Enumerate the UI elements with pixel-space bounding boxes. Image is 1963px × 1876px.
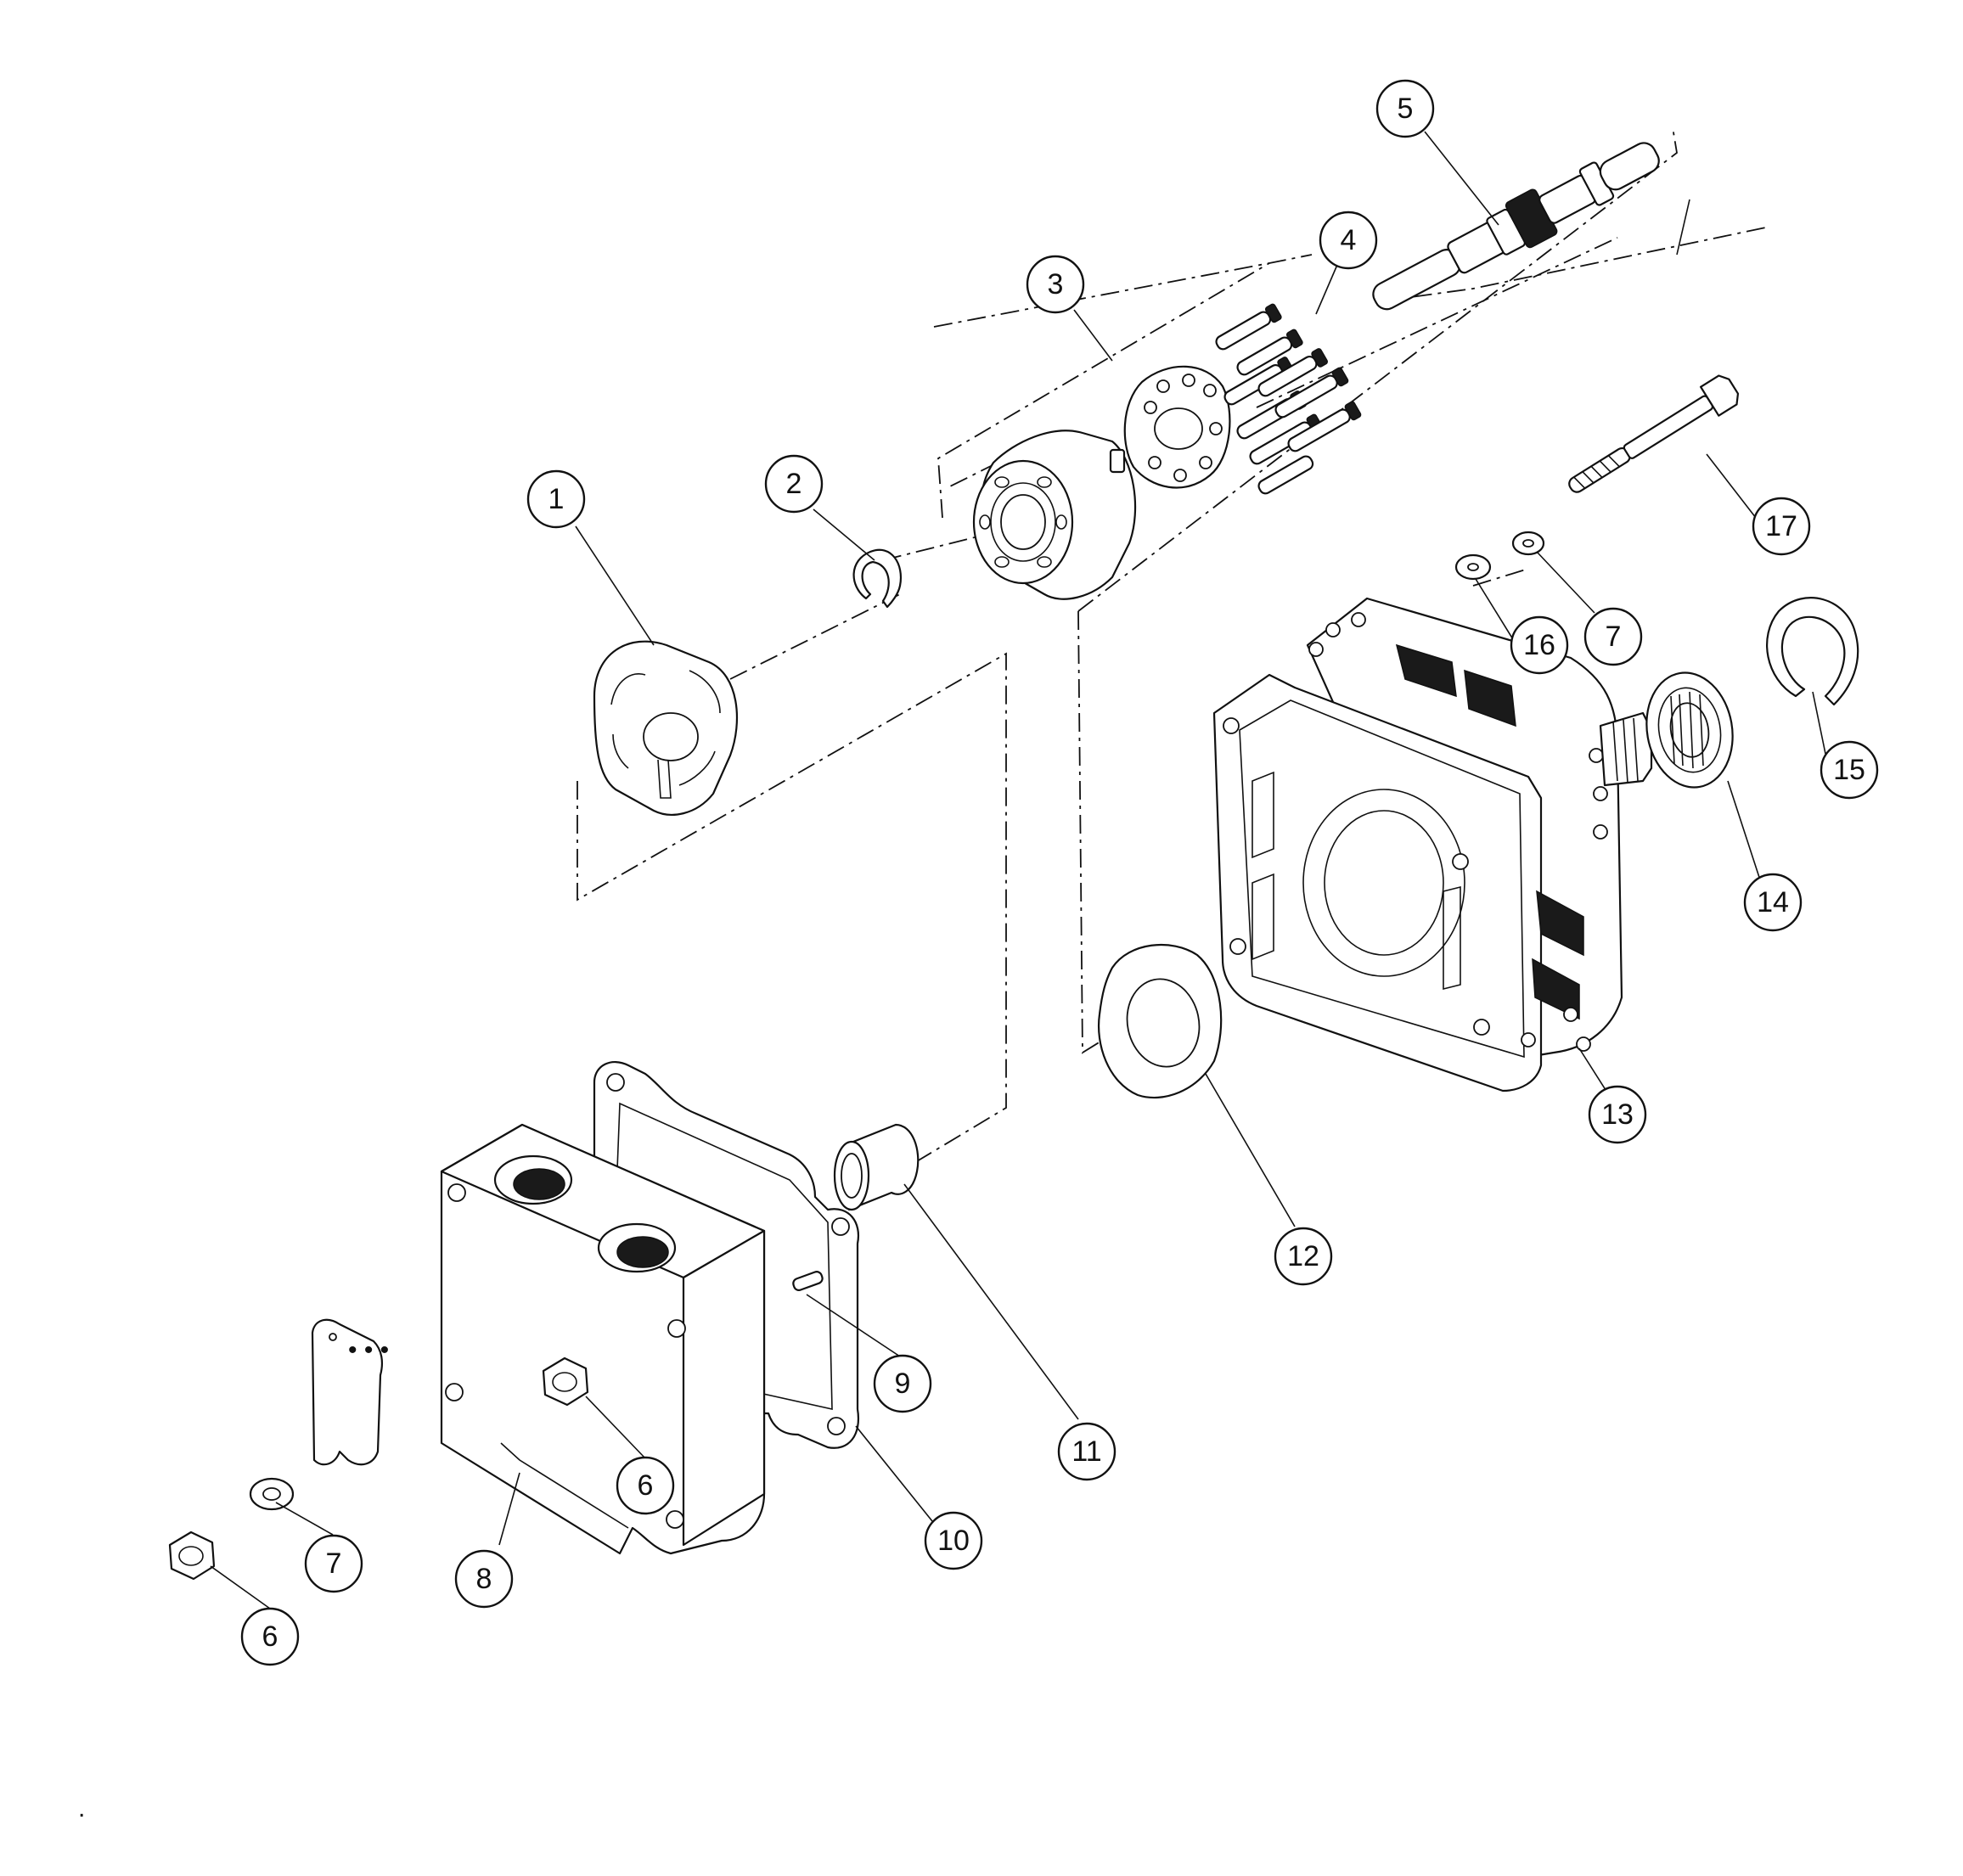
callout-label: 7 bbox=[326, 1547, 342, 1580]
swash-plate bbox=[1123, 365, 1231, 489]
callout-label: 3 bbox=[1048, 268, 1064, 300]
washer-16 bbox=[1454, 553, 1492, 581]
needle-bushing bbox=[833, 1123, 920, 1211]
callout-7-lower: 7 bbox=[304, 1534, 363, 1593]
callout-7-upper: 7 bbox=[1583, 607, 1643, 666]
retaining-ring-small bbox=[852, 548, 903, 609]
piston-set bbox=[1215, 303, 1362, 495]
nameplate: • • • bbox=[311, 1318, 389, 1466]
washer-7-upper bbox=[1511, 531, 1545, 556]
port-plate bbox=[593, 640, 739, 816]
callout-label: 12 bbox=[1287, 1240, 1319, 1272]
callout-label: 11 bbox=[1071, 1435, 1101, 1468]
callout-5: 5 bbox=[1375, 79, 1435, 138]
callout-11: 11 bbox=[1057, 1422, 1116, 1481]
bolt bbox=[1568, 374, 1740, 493]
assembly-centerlines bbox=[577, 126, 1767, 1172]
thrust-washer bbox=[1098, 943, 1223, 1099]
footer-mark: . bbox=[78, 1795, 85, 1823]
nut-lower bbox=[168, 1531, 216, 1581]
callout-16: 16 bbox=[1510, 615, 1569, 675]
end-cover bbox=[440, 1123, 766, 1555]
callout-4: 4 bbox=[1319, 211, 1378, 270]
svg-text:• • •: • • • bbox=[348, 1336, 389, 1364]
callout-15: 15 bbox=[1820, 740, 1879, 800]
callout-label: 13 bbox=[1601, 1098, 1634, 1131]
callout-6-center: 6 bbox=[616, 1456, 675, 1515]
nut-center bbox=[542, 1356, 589, 1407]
callout-label: 17 bbox=[1765, 510, 1797, 542]
callout-label: 4 bbox=[1341, 224, 1357, 256]
callout-2: 2 bbox=[764, 454, 824, 514]
callout-10: 10 bbox=[924, 1511, 983, 1570]
callout-12: 12 bbox=[1274, 1227, 1333, 1286]
callout-14: 14 bbox=[1743, 873, 1803, 932]
callout-label: 2 bbox=[786, 468, 802, 500]
callout-label: 14 bbox=[1757, 886, 1789, 918]
callout-6-lower: 6 bbox=[240, 1607, 300, 1666]
callout-label: 9 bbox=[895, 1368, 911, 1400]
callout-label: 10 bbox=[937, 1525, 970, 1557]
callout-label: 1 bbox=[548, 483, 565, 515]
callout-label: 16 bbox=[1523, 629, 1555, 661]
cylinder-block bbox=[972, 430, 1137, 600]
callout-label: 5 bbox=[1398, 93, 1414, 125]
callout-label: 6 bbox=[262, 1620, 278, 1653]
leader-lines bbox=[210, 131, 1826, 1609]
drive-shaft bbox=[1372, 142, 1660, 311]
callout-label: 7 bbox=[1606, 621, 1622, 653]
callout-8: 8 bbox=[454, 1549, 514, 1609]
callout-13: 13 bbox=[1588, 1085, 1647, 1144]
callout-9: 9 bbox=[873, 1354, 932, 1413]
callout-17: 17 bbox=[1752, 497, 1811, 556]
dowel-pin bbox=[792, 1271, 824, 1291]
callout-1: 1 bbox=[526, 469, 586, 529]
callout-label: 15 bbox=[1833, 754, 1865, 786]
callout-label: 6 bbox=[638, 1469, 654, 1502]
washer-7-lower bbox=[249, 1477, 295, 1511]
callout-3: 3 bbox=[1026, 255, 1085, 314]
callout-label: 8 bbox=[476, 1563, 492, 1595]
retaining-ring-large bbox=[1766, 597, 1859, 706]
ball-bearing bbox=[1645, 671, 1734, 789]
pump-housing bbox=[1212, 597, 1653, 1092]
